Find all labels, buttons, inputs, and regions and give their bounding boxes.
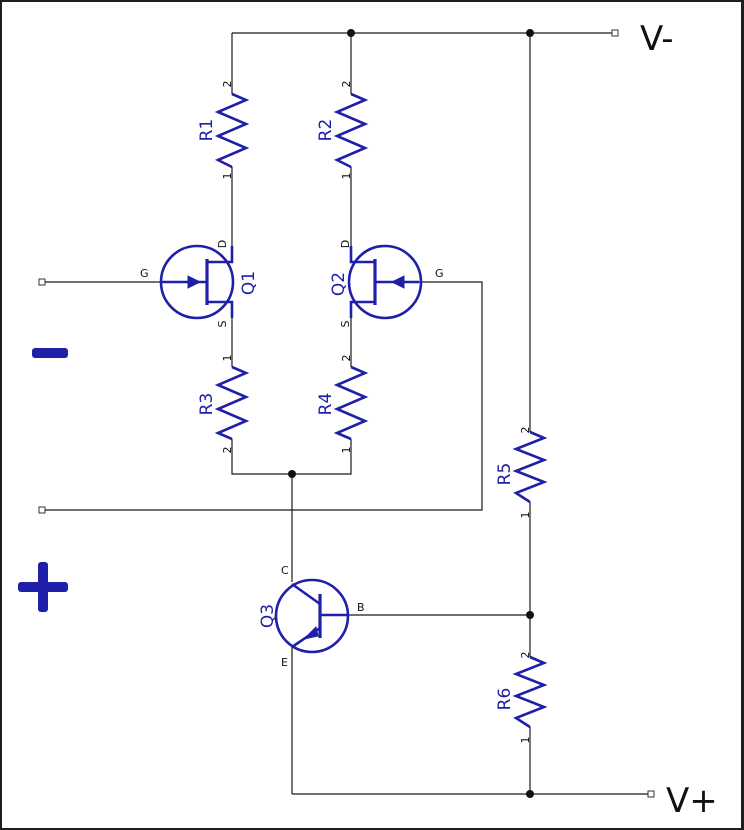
pin-label-emitter: E xyxy=(281,656,288,669)
resistor-zigzag xyxy=(333,365,369,441)
pin-label: 2 xyxy=(340,355,353,362)
resistor-zigzag xyxy=(512,655,548,729)
terminal-plus-input xyxy=(38,506,46,514)
gate-arrow-icon xyxy=(390,275,405,289)
pin-label-drain: D xyxy=(339,240,352,248)
junction-dot xyxy=(526,611,534,619)
emitter-arrow-icon xyxy=(302,626,319,640)
transistor-q3: C B E Q3 xyxy=(258,564,365,669)
resistor-r6: 2 1 R6 xyxy=(495,652,548,744)
pin-label: 2 xyxy=(519,652,532,659)
pin-label: 1 xyxy=(519,512,532,519)
pin-label: 1 xyxy=(221,173,234,180)
resistor-zigzag xyxy=(512,430,548,504)
jfet-source-lead xyxy=(349,300,375,318)
refdes-q2: Q2 xyxy=(329,272,349,296)
pin-label: 2 xyxy=(519,427,532,434)
junction-dot xyxy=(526,29,534,37)
refdes-r5: R5 xyxy=(495,463,515,486)
resistor-r4: 2 1 R4 xyxy=(316,355,369,454)
transistor-body xyxy=(274,578,350,654)
refdes-q3: Q3 xyxy=(258,604,278,628)
junction-dot xyxy=(288,470,296,478)
transistor-q1: G D S Q1 xyxy=(140,240,259,328)
resistor-r3: 1 2 R3 xyxy=(197,355,250,454)
junction-dot xyxy=(347,29,355,37)
pin-label: 2 xyxy=(221,447,234,454)
bjt-collector-lead xyxy=(291,582,321,606)
transistor-body xyxy=(347,244,423,320)
pin-label: 1 xyxy=(340,447,353,454)
wire-r3-bottom xyxy=(231,439,352,475)
pin-label: 2 xyxy=(340,81,353,88)
pin-label: 1 xyxy=(221,355,234,362)
jfet-drain-lead xyxy=(349,246,375,264)
junction-dot xyxy=(526,790,534,798)
resistor-r1: 2 1 R1 xyxy=(197,81,250,180)
rail-label-v-minus: V- xyxy=(640,19,674,59)
pin-label-base: B xyxy=(357,601,365,614)
transistor-body xyxy=(159,244,235,320)
pin-label: 1 xyxy=(519,737,532,744)
transistor-q2: G D S Q2 xyxy=(329,240,444,328)
plus-input-label xyxy=(18,562,68,612)
pin-label-gate: G xyxy=(140,267,149,280)
refdes-r4: R4 xyxy=(316,393,336,416)
resistor-zigzag xyxy=(214,365,250,441)
jfet-drain-lead xyxy=(207,246,234,264)
resistor-r5: 2 1 R5 xyxy=(495,427,548,519)
wire-q2-gate-to-plus-input xyxy=(45,281,483,511)
refdes-r1: R1 xyxy=(197,119,217,142)
plus-sign-icon xyxy=(38,562,48,612)
resistor-zigzag xyxy=(333,92,369,169)
pin-label-collector: C xyxy=(281,564,289,577)
terminal-v-minus xyxy=(611,29,619,37)
refdes-q1: Q1 xyxy=(239,271,259,295)
terminal-minus-input xyxy=(38,278,46,286)
refdes-r6: R6 xyxy=(495,688,515,711)
junctions xyxy=(288,29,534,798)
terminal-v-plus xyxy=(647,790,655,798)
pin-label: 2 xyxy=(221,81,234,88)
minus-sign-icon xyxy=(32,348,68,358)
refdes-r2: R2 xyxy=(316,119,336,142)
refdes-r3: R3 xyxy=(197,393,217,416)
rail-label-v-plus: V+ xyxy=(666,781,718,821)
minus-input-label xyxy=(32,348,68,358)
pin-label-source: S xyxy=(339,320,352,327)
pin-label-gate: G xyxy=(435,267,444,280)
resistor-zigzag xyxy=(214,92,250,169)
resistor-r2: 2 1 R2 xyxy=(316,81,369,180)
pin-label-drain: D xyxy=(216,240,229,248)
gate-arrow-icon xyxy=(187,275,202,289)
jfet-source-lead xyxy=(207,300,234,318)
pin-label: 1 xyxy=(340,173,353,180)
pin-label-source: S xyxy=(216,320,229,327)
terminals xyxy=(38,29,655,798)
